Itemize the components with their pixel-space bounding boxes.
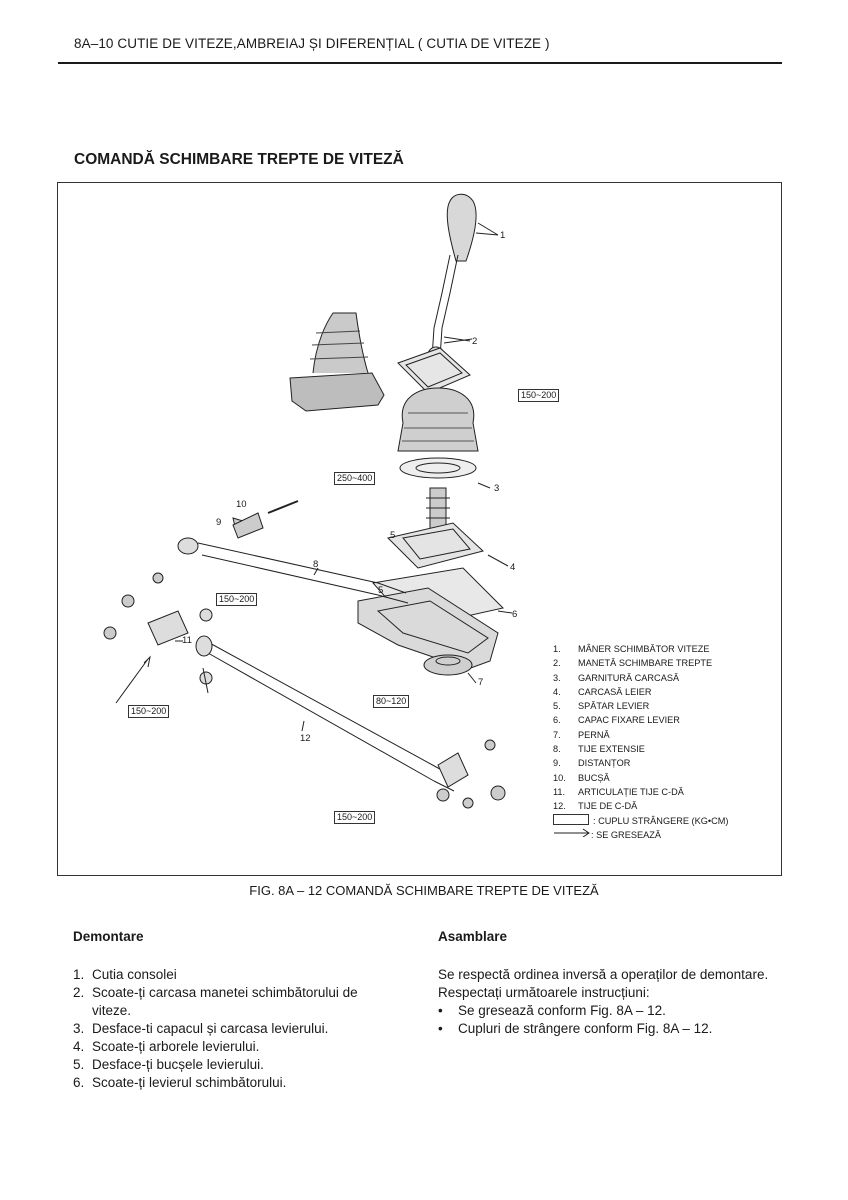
lever-housing <box>387 522 485 569</box>
gasket-plate <box>397 347 471 394</box>
callout-11: 11 <box>182 635 192 646</box>
assembly-paragraph: Respectați următoarele instrucțiuni: <box>438 985 650 1000</box>
legend-item: 2.MANETĂ SCHIMBARE TREPTE <box>553 658 713 669</box>
header-rule <box>58 62 782 64</box>
exploded-diagram <box>103 193 513 809</box>
assembly-text: Se respectă ordinea inversă a operaților… <box>438 966 788 1038</box>
legend-item: 11.ARTICULAȚIE TIJE C-DĂ <box>553 786 684 797</box>
legend-item: 4.CARCASĂ LEIER <box>553 686 652 697</box>
torque-value: 150~200 <box>128 705 170 718</box>
legend-item: 10.BUCȘĂ <box>553 772 610 783</box>
torque-value: 150~200 <box>216 593 258 606</box>
rod-joint <box>147 610 189 646</box>
assembly-column: Asamblare Se respectă ordinea inversă a … <box>438 928 788 1038</box>
legend-item: 7.PERNĂ <box>553 729 610 740</box>
assembly-paragraph: Se respectă ordinea inversă a operaților… <box>438 967 769 982</box>
extension-rod <box>197 542 379 596</box>
legend-item: 6.CAPAC FIXARE LEVIER <box>553 715 680 726</box>
assembly-heading: Asamblare <box>438 929 508 944</box>
callout-3: 3 <box>494 483 500 494</box>
callout-6: 6 <box>512 609 518 620</box>
legend-item: 12.TIJE DE C-DĂ <box>553 801 638 812</box>
section-title: COMANDĂ SCHIMBARE TREPTE DE VITEZĂ <box>74 151 404 168</box>
callout-4: 4 <box>510 562 516 573</box>
legend-item: 1.MÂNER SCHIMBĂTOR VITEZE <box>553 644 710 654</box>
torque-box-icon <box>553 813 589 825</box>
parts-legend: 1.MÂNER SCHIMBĂTOR VITEZE 2.MANETĂ SCHIM… <box>553 642 728 842</box>
disassembly-column: Demontare 1.Cutia consolei 2.Scoate-ți c… <box>73 928 413 1092</box>
list-item: 6.Scoate-ți levierul schimbătorului. <box>73 1075 287 1090</box>
list-item: 3.Desface-ti capacul și carcasa levierul… <box>73 1021 329 1036</box>
torque-value: 150~200 <box>334 811 376 824</box>
housing-ring <box>399 457 477 479</box>
torque-value: 150~200 <box>518 389 560 402</box>
bushing <box>232 512 264 539</box>
shift-knob <box>446 193 477 262</box>
list-item: 4.Scoate-ți arborele levierului. <box>73 1039 260 1054</box>
torque-value: 250~400 <box>334 472 376 485</box>
figure-box: 1 2 3 4 5 5 6 7 8 9 10 11 12 150~200 250… <box>57 182 782 876</box>
figure-caption: FIG. 8A – 12 COMANDĂ SCHIMBARE TREPTE DE… <box>249 883 599 898</box>
callout-5a: 5 <box>390 530 396 541</box>
disassembly-list: 1.Cutia consolei 2.Scoate-ți carcasa man… <box>73 966 413 1092</box>
legend-key-grease: : SE GRESEAZĂ <box>553 828 728 842</box>
legend-item: 9.DISTANȚOR <box>553 758 631 769</box>
legend-item: 5.SPĂTAR LEVIER <box>553 701 650 712</box>
control-rod <box>205 640 439 782</box>
legend-item: 3.GARNITURĂ CARCASĂ <box>553 672 680 683</box>
disassembly-heading: Demontare <box>73 929 144 944</box>
list-item: •Se gresează conform Fig. 8A – 12. <box>438 1003 666 1018</box>
callout-7: 7 <box>478 677 484 688</box>
legend-key-torque: : CUPLU STRÂNGERE (KG•CM) <box>553 813 728 828</box>
list-item: viteze. <box>92 1003 132 1018</box>
callout-10: 10 <box>236 499 247 510</box>
legend-item: 8.TIJE EXTENSIE <box>553 744 645 755</box>
callout-8: 8 <box>313 559 319 570</box>
callout-2: 2 <box>472 336 478 347</box>
callout-5b: 5 <box>378 585 384 596</box>
outer-boot <box>289 372 385 412</box>
torque-value: 80~120 <box>373 695 410 708</box>
list-item: 5.Desface-ți bucșele levierului. <box>73 1057 264 1072</box>
grease-arrow-icon <box>554 828 590 837</box>
page-header: 8A–10 CUTIE DE VITEZE,AMBREIAJ ȘI DIFERE… <box>74 36 550 51</box>
callout-9: 9 <box>216 517 222 528</box>
callout-1: 1 <box>500 230 506 241</box>
callout-12: 12 <box>300 733 311 744</box>
list-item: 1.Cutia consolei <box>73 967 177 982</box>
list-item: •Cupluri de strângere conform Fig. 8A – … <box>438 1021 713 1036</box>
list-item: 2.Scoate-ți carcasa manetei schimbătorul… <box>73 985 358 1000</box>
inner-boot <box>397 387 479 452</box>
